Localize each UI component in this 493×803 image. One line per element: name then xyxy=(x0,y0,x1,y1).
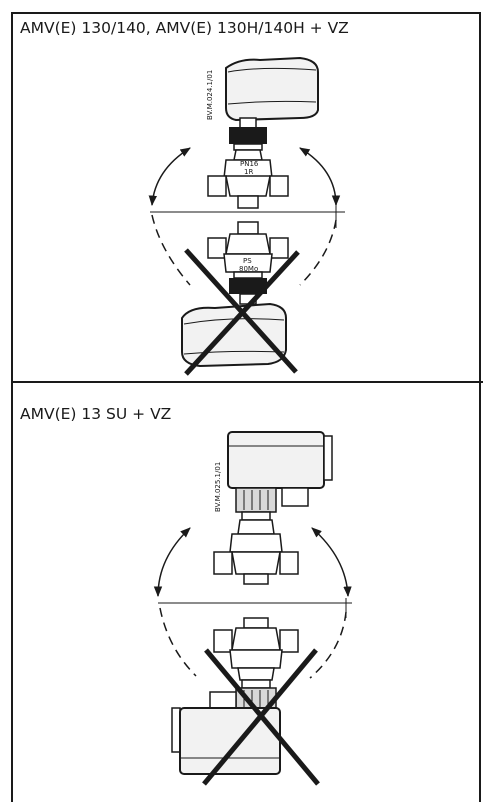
section-divider xyxy=(11,381,483,383)
rotation-arrow-right xyxy=(299,147,341,207)
actuator-bottom-inverted xyxy=(181,302,287,368)
rotation-arrow-left xyxy=(148,147,191,207)
forbidden-arc-left-2 xyxy=(159,607,197,677)
section-title-2: AMV(E) 13 SU + VZ xyxy=(20,405,172,423)
svg-text:1R: 1R xyxy=(244,168,253,176)
valve-body-upright: PN16 1R xyxy=(207,149,289,209)
valve-body-upright-2 xyxy=(213,519,299,585)
drawing-code-2: BV.M.025.1/01 xyxy=(214,462,222,512)
valve-body-inverted: PS 80Mo xyxy=(207,221,289,273)
actuator-box-upright xyxy=(227,431,333,507)
drawing-code-1: BV.M.024.1/01 xyxy=(206,70,214,120)
actuator-top-upright xyxy=(225,56,319,122)
rotation-arrow-right-2 xyxy=(311,527,352,598)
svg-text:PN16: PN16 xyxy=(240,160,259,168)
section-title-1: AMV(E) 130/140, AMV(E) 130H/140H + VZ xyxy=(20,19,349,37)
forbidden-arc-right xyxy=(299,219,337,286)
prohibited-cross-2 xyxy=(202,648,320,786)
section-2-drawing: BV.M.025.1/01 xyxy=(153,431,352,786)
forbidden-arc-right-2 xyxy=(309,611,347,679)
coupling-nut-upright xyxy=(229,117,267,151)
svg-text:80Mo: 80Mo xyxy=(239,265,258,273)
coupling-nut-upright-2 xyxy=(235,487,277,521)
svg-text:PS: PS xyxy=(243,257,252,265)
rotation-arrow-left-2 xyxy=(153,527,191,598)
forbidden-arc-left xyxy=(151,214,191,286)
section-1-drawing: BV.M.024.1/01 PN16 1R xyxy=(148,56,345,376)
prohibited-cross-1 xyxy=(184,248,300,376)
figure-frame xyxy=(11,12,481,802)
valve-body-inverted-2 xyxy=(213,617,299,681)
coupling-nut-inverted xyxy=(229,271,267,305)
